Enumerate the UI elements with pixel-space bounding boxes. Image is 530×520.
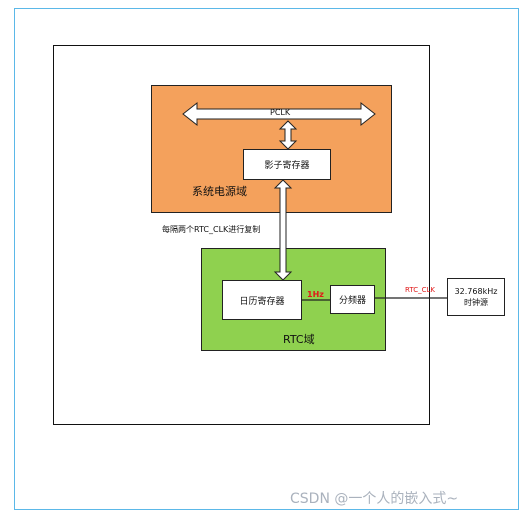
shadow-register-box: 影子寄存器 xyxy=(243,149,331,180)
divider-box: 分频器 xyxy=(330,285,375,314)
pclk-label: PCLK xyxy=(270,108,291,117)
divider-label: 分频器 xyxy=(338,296,366,306)
calendar-register-box: 日历寄存器 xyxy=(222,280,302,320)
oscillator-name-label: 时钟源 xyxy=(464,298,488,307)
one-hz-label: 1Hz xyxy=(307,290,324,299)
copy-note-label: 每隔两个RTC_CLK进行复制 xyxy=(162,225,261,234)
shadow-register-label: 影子寄存器 xyxy=(264,161,310,171)
power-domain-label: 系统电源域 xyxy=(192,185,247,198)
outer-frame xyxy=(14,8,519,510)
oscillator-source-box: 32.768kHz 时钟源 xyxy=(447,278,505,316)
calendar-register-label: 日历寄存器 xyxy=(239,296,285,307)
shadow-to-calendar-arrow xyxy=(273,179,293,281)
oscillator-frequency-label: 32.768kHz xyxy=(454,287,498,296)
rtc-clk-label: RTC_CLK xyxy=(405,286,435,294)
bus-to-shadow-arrow xyxy=(278,120,298,150)
watermark-text: CSDN @一个人的嵌入式~ xyxy=(290,491,459,507)
pclk-bus-arrow xyxy=(182,101,376,127)
rtc-domain-label: RTC域 xyxy=(283,333,315,346)
